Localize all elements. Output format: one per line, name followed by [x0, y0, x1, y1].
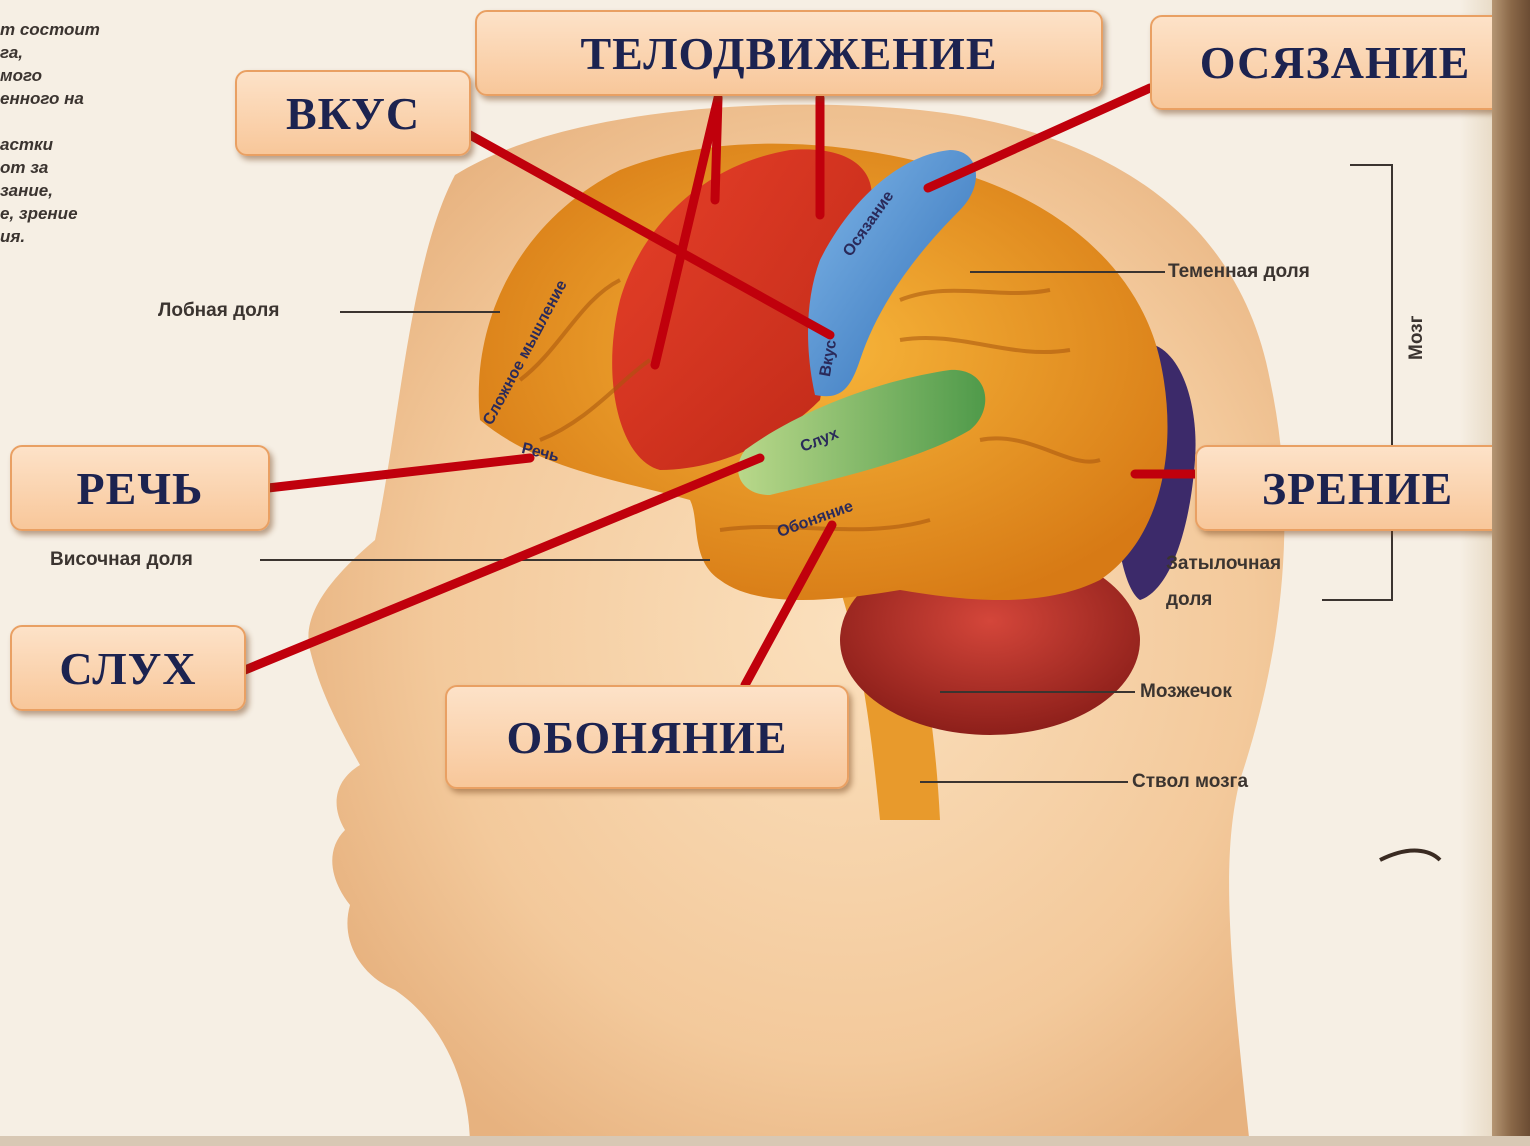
callout-vision: ЗРЕНИЕ: [1195, 445, 1520, 531]
side-text-line: астки: [0, 133, 100, 156]
callout-speech: РЕЧЬ: [10, 445, 270, 531]
side-text-line: га,: [0, 41, 100, 64]
label-frontal-lobe: Лобная доля: [158, 300, 279, 322]
callout-hearing: СЛУХ: [10, 625, 246, 711]
side-text-line: ия.: [0, 225, 100, 248]
side-text-line: е, зрение: [0, 202, 100, 225]
label-parietal-lobe: Теменная доля: [1168, 261, 1310, 283]
callout-body-movement: ТЕЛОДВИЖЕНИЕ: [475, 10, 1103, 96]
side-text-line: [0, 110, 100, 133]
frame-right-border: [1492, 0, 1530, 1146]
label-temporal-lobe: Височная доля: [50, 549, 193, 571]
side-text-line: от за: [0, 156, 100, 179]
label-occipital-lobe-2: доля: [1166, 589, 1212, 611]
label-brainstem: Ствол мозга: [1132, 771, 1248, 793]
side-text-line: енного на: [0, 87, 100, 110]
side-text: т состоит га, мого енного на астки от за…: [0, 18, 100, 248]
frame-bottom-edge: [0, 1136, 1530, 1146]
side-text-line: т состоит: [0, 18, 100, 41]
callout-taste: ВКУС: [235, 70, 471, 156]
label-brain: Мозг: [1406, 315, 1428, 360]
side-text-line: зание,: [0, 179, 100, 202]
label-cerebellum: Мозжечок: [1140, 681, 1232, 703]
label-occipital-lobe-1: Затылочная: [1166, 553, 1281, 575]
side-text-line: мого: [0, 64, 100, 87]
callout-smell: ОБОНЯНИЕ: [445, 685, 849, 789]
callout-touch: ОСЯЗАНИЕ: [1150, 15, 1520, 110]
ear-hint: [1380, 851, 1440, 860]
